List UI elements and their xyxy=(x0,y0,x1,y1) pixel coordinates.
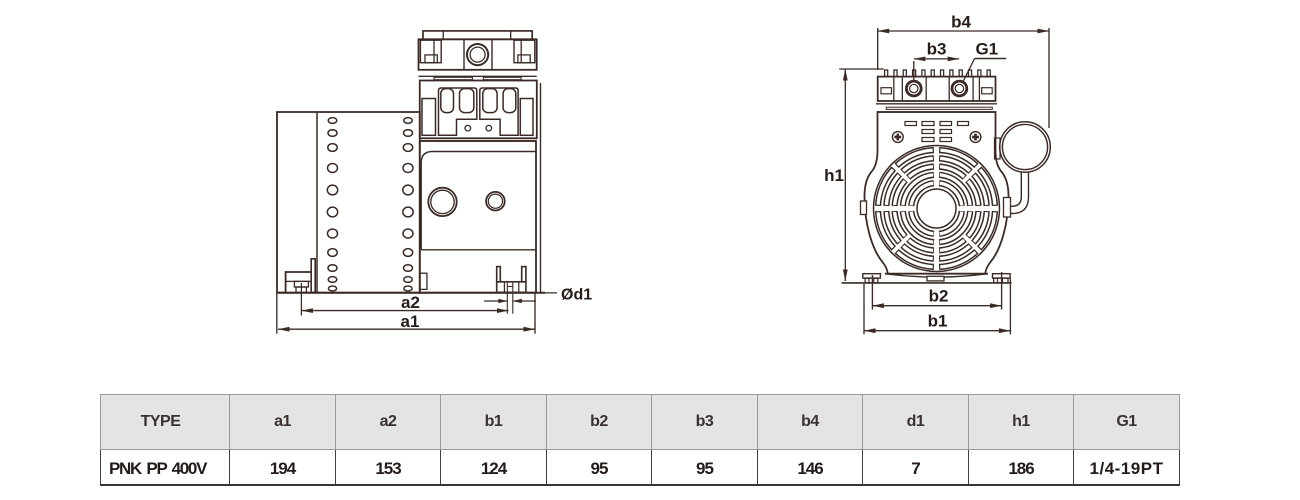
svg-text:a1: a1 xyxy=(401,312,420,331)
svg-text:b1: b1 xyxy=(928,312,948,331)
svg-text:b3: b3 xyxy=(927,40,947,59)
svg-text:b4: b4 xyxy=(951,13,971,32)
svg-text:h1: h1 xyxy=(824,166,844,185)
svg-text:a2: a2 xyxy=(401,293,420,312)
svg-text:Ød1: Ød1 xyxy=(561,287,592,304)
svg-text:b2: b2 xyxy=(929,287,949,306)
svg-text:G1: G1 xyxy=(975,40,998,59)
